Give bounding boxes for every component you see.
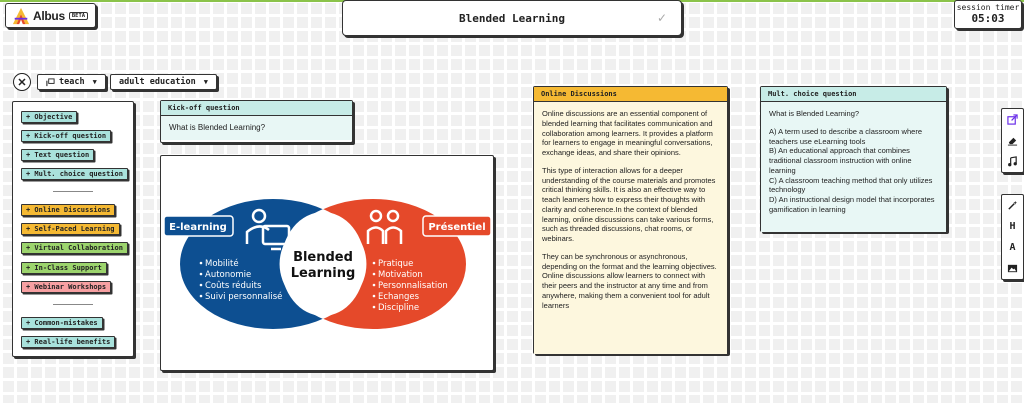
question-text: What is Blended Learning? xyxy=(769,109,860,118)
answer-option: C) A classroom teaching method that only… xyxy=(769,175,933,195)
add-self-paced-learning-button[interactable]: + Self-Paced Learning xyxy=(21,223,120,235)
card-body: Online discussions are an essential comp… xyxy=(534,102,727,354)
right-point: Discipline xyxy=(378,303,419,313)
divider xyxy=(53,191,93,192)
close-button[interactable]: ✕ xyxy=(13,73,31,91)
venn-diagram: E-learning Présentiel Blended Learning M… xyxy=(163,199,492,329)
role-value: teach xyxy=(59,77,85,87)
divider xyxy=(53,304,93,305)
center-title-line2: Learning xyxy=(291,266,356,281)
left-point: Autonomie xyxy=(205,270,251,280)
answer-option: B) An educational approach that combines… xyxy=(769,146,912,175)
answer-option: D) An instructional design model that in… xyxy=(769,195,935,214)
audience-value: adult education xyxy=(119,77,196,87)
add-real-life-benefits-button[interactable]: + Real-life benefits xyxy=(21,336,116,348)
right-point: Personnalisation xyxy=(378,281,448,291)
heading-icon[interactable]: H xyxy=(1009,221,1016,232)
document-title-bar[interactable]: Blended Learning ✓ xyxy=(342,0,682,36)
add-kickoff-question-button[interactable]: + Kick-off question xyxy=(21,130,112,142)
right-point: Echanges xyxy=(378,292,420,302)
group-people-icon xyxy=(366,209,403,244)
music-icon[interactable] xyxy=(1002,151,1023,172)
right-point: Pratique xyxy=(378,259,413,269)
blended-learning-image[interactable]: E-learning Présentiel Blended Learning M… xyxy=(160,155,494,371)
add-common-mistakes-button[interactable]: + Common-mistakes xyxy=(21,317,103,329)
paragraph: This type of interaction allows for a de… xyxy=(542,165,716,243)
app-name: Albus xyxy=(33,8,65,23)
online-discussions-card[interactable]: Online Discussions Online discussions ar… xyxy=(533,86,728,354)
add-virtual-collaboration-button[interactable]: + Virtual Collaboration xyxy=(21,242,128,254)
role-dropdown[interactable]: teach ▼ xyxy=(37,74,106,90)
left-point: Mobilité xyxy=(205,258,239,269)
add-webinar-workshops-button[interactable]: + Webinar Workshops xyxy=(21,281,112,293)
elearning-tag xyxy=(163,215,234,237)
card-header: Mult. choice question xyxy=(761,87,946,102)
teach-icon xyxy=(46,77,55,86)
elearning-tag-label: E-learning xyxy=(169,222,227,233)
share-icon[interactable] xyxy=(1002,109,1023,130)
audience-dropdown[interactable]: adult education ▼ xyxy=(110,74,217,90)
chevron-down-icon: ▼ xyxy=(203,78,208,86)
text-icon[interactable]: A xyxy=(1009,242,1016,253)
block-palette: + Objective + Kick-off question + Text q… xyxy=(12,101,134,357)
eraser-icon[interactable] xyxy=(1002,130,1023,151)
app-logo[interactable]: Albus BETA xyxy=(5,3,96,28)
toolbar-actions xyxy=(1001,108,1024,173)
beta-badge: BETA xyxy=(68,11,89,20)
add-in-class-support-button[interactable]: + In-Class Support xyxy=(21,262,107,274)
add-text-question-button[interactable]: + Text question xyxy=(21,149,95,161)
check-icon[interactable]: ✓ xyxy=(656,11,667,25)
close-icon: ✕ xyxy=(17,76,27,89)
albus-logo-icon xyxy=(12,7,30,24)
kickoff-question-card[interactable]: Kick-off question What is Blended Learni… xyxy=(160,100,353,143)
card-body: What is Blended Learning? A) A term used… xyxy=(761,102,946,232)
center-title-line1: Blended xyxy=(293,250,353,265)
presentiel-tag xyxy=(422,215,492,237)
card-header: Kick-off question xyxy=(161,101,352,116)
mult-choice-question-card[interactable]: Mult. choice question What is Blended Le… xyxy=(760,86,947,232)
paragraph: Online discussions are an essential comp… xyxy=(542,109,713,157)
card-body: What is Blended Learning? xyxy=(161,116,352,141)
computer-user-icon xyxy=(245,208,291,251)
timer-value: 05:03 xyxy=(971,12,1005,25)
presentiel-tag-label: Présentiel xyxy=(428,221,485,233)
overlap-area xyxy=(281,212,365,316)
left-point: Coûts réduits xyxy=(205,280,262,291)
magic-wand-icon[interactable] xyxy=(1002,195,1023,216)
session-timer: session timer 05:03 xyxy=(954,0,1022,29)
page-title: Blended Learning xyxy=(459,11,565,25)
left-point: Suivi personnalisé xyxy=(205,291,282,302)
image-icon[interactable] xyxy=(1002,258,1023,279)
add-objective-button[interactable]: + Objective xyxy=(21,111,78,123)
toolbar-insert: H A xyxy=(1001,194,1024,280)
card-header: Online Discussions xyxy=(534,87,727,102)
add-mult-choice-button[interactable]: + Mult. choice question xyxy=(21,168,128,180)
add-online-discussions-button[interactable]: + Online Discussions xyxy=(21,204,116,216)
answer-option: A) A term used to describe a classroom w… xyxy=(769,126,922,146)
chevron-down-icon: ▼ xyxy=(92,78,97,86)
right-point: Motivation xyxy=(378,270,423,280)
paragraph: They can be synchronous or asynchronous,… xyxy=(542,251,717,310)
timer-label: session timer xyxy=(956,3,1020,12)
